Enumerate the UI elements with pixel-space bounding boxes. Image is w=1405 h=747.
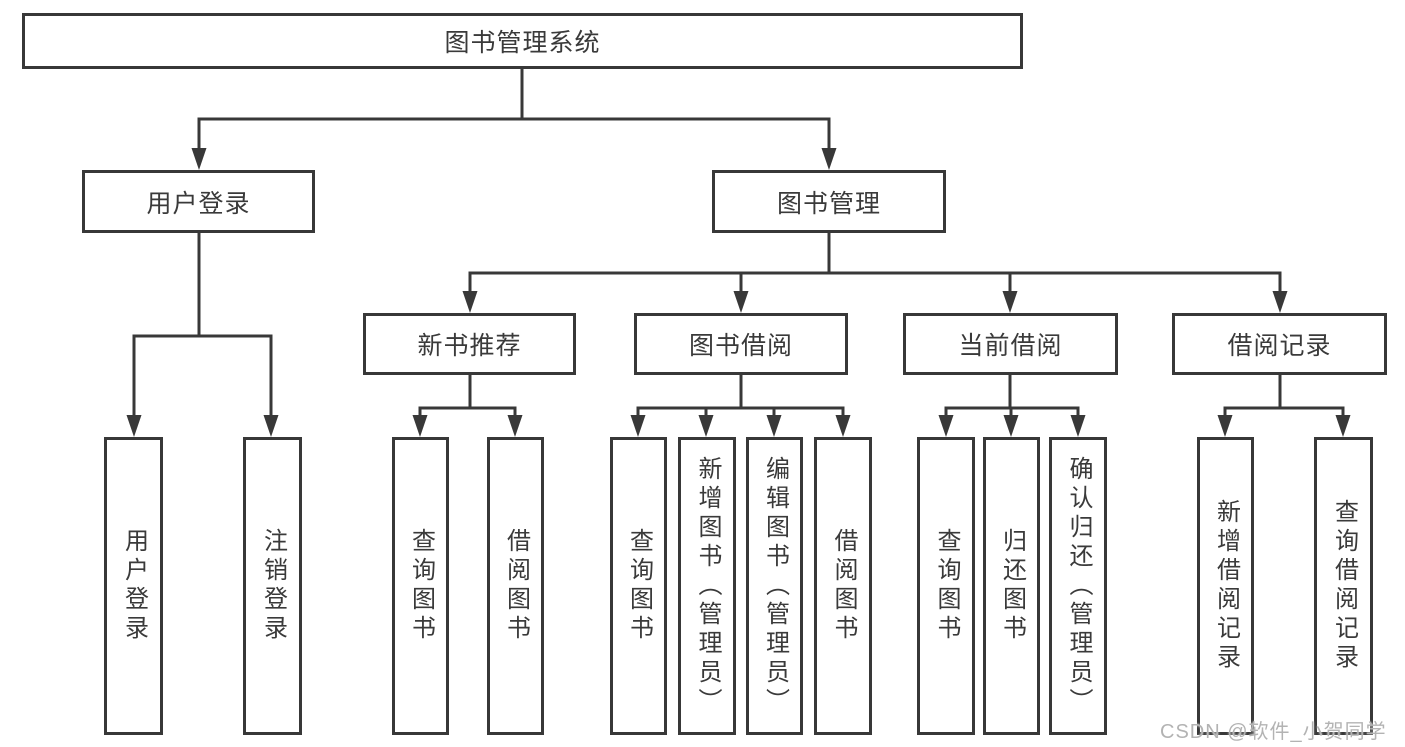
node-query-borrow-record: 查询借阅记录 [1314,437,1373,735]
node-library-system-root: 图书管理系统 [22,13,1023,69]
node-new-book-recommend: 新书推荐 [363,313,576,375]
node-edit-book-admin: 编辑图书（管理员） [746,437,803,735]
node-borrow-records: 借阅记录 [1172,313,1387,375]
watermark: CSDN @软件_小贺同学 [1160,721,1387,743]
node-current-borrow: 当前借阅 [903,313,1118,375]
node-user-login: 用户登录 [82,170,315,233]
node-query-books-recommend: 查询图书 [392,437,449,735]
node-query-books-current: 查询图书 [917,437,975,735]
node-user-login-leaf: 用户登录 [104,437,163,735]
node-logout-leaf: 注销登录 [243,437,302,735]
node-borrow-books-leaf: 借阅图书 [814,437,872,735]
node-query-books-borrow: 查询图书 [610,437,667,735]
node-return-book: 归还图书 [983,437,1040,735]
node-add-borrow-record: 新增借阅记录 [1197,437,1254,735]
node-confirm-return-admin: 确认归还（管理员） [1049,437,1107,735]
node-book-management: 图书管理 [712,170,946,233]
node-book-borrow: 图书借阅 [634,313,848,375]
node-borrow-books-recommend: 借阅图书 [487,437,544,735]
node-add-book-admin: 新增图书（管理员） [678,437,736,735]
